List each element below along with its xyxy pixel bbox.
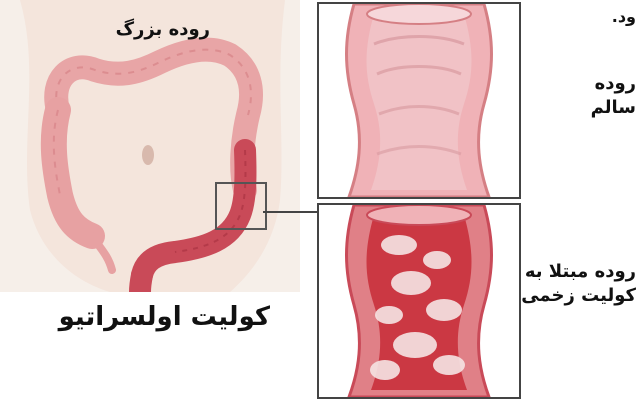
- inflamed-colon-illustration: [319, 205, 519, 397]
- healthy-colon-label: روده سالم: [520, 72, 636, 120]
- connector-line: [263, 211, 317, 213]
- affected-area-selection-box: [215, 182, 267, 230]
- large-intestine-label: روده بزرگ: [70, 18, 210, 42]
- abdomen-illustration: روده بزرگ: [0, 0, 300, 292]
- healthy-colon-label-line2: سالم: [520, 96, 636, 120]
- affected-colon-label: روده مبتلا به کولیت زخمی: [520, 260, 636, 308]
- affected-colon-label-line2: کولیت زخمی: [520, 284, 636, 308]
- top-right-caption-fragment: ود.: [604, 6, 636, 28]
- affected-colon-label-line1: روده مبتلا به: [520, 260, 636, 284]
- healthy-colon-panel: [317, 2, 521, 199]
- navel-icon: [142, 145, 154, 165]
- abdomen-svg: [0, 0, 300, 292]
- healthy-colon-label-line1: روده: [520, 72, 636, 96]
- inflamed-colon-panel: [317, 203, 521, 399]
- healthy-colon-illustration: [319, 4, 519, 197]
- ulcerative-colitis-title: کولیت اولسراتیو: [40, 300, 270, 334]
